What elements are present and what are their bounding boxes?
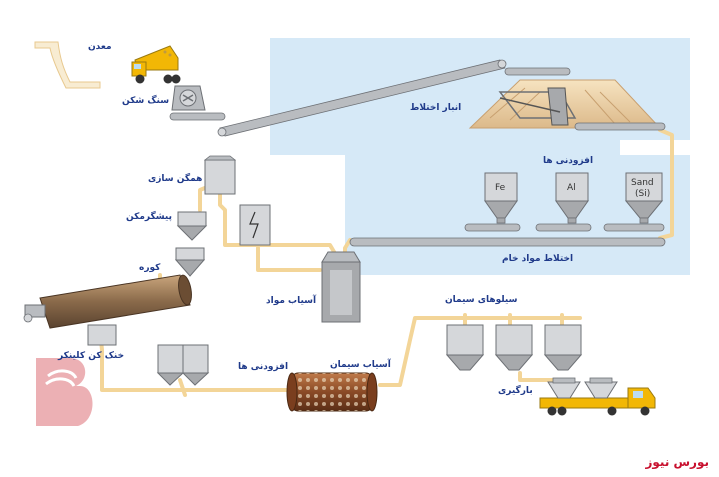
- raw-mix-conveyor: [349, 237, 666, 247]
- quarry-outline: [34, 41, 101, 89]
- preheater-tower: [174, 211, 208, 277]
- filter-unit: [239, 204, 271, 246]
- additives-bottom-label: افزودنی ها: [238, 362, 289, 372]
- clinker-cooler-label: خنک کن کلینکر: [58, 351, 125, 361]
- fe-bin: [484, 172, 518, 224]
- crusher-label: سنگ شکن: [122, 96, 170, 106]
- rotary-kiln: [23, 274, 192, 329]
- homogenizing-silo: [203, 155, 237, 195]
- fe-label: Fe: [495, 183, 506, 193]
- reclaimer-conveyor: [574, 122, 666, 131]
- raw-mill-label: آسیاب مواد: [266, 296, 317, 306]
- footer-brand-text: بورس نیوز: [645, 455, 709, 469]
- bulk-truck-icon: [539, 377, 656, 416]
- clinker-cooler: [87, 324, 117, 346]
- sand-conveyor: [603, 223, 665, 232]
- loading-label: بارگیری: [498, 386, 533, 396]
- cement-silo-2: [494, 324, 534, 371]
- stacker-conveyor: [504, 67, 571, 76]
- mine-label: معدن: [88, 42, 112, 52]
- sand-label: Sand: [631, 178, 654, 188]
- kiln-label: کوره: [139, 263, 161, 273]
- cement-silos-label: سیلوهای سیمان: [445, 295, 518, 305]
- cement-mill: [286, 372, 378, 412]
- bourse-news-logo: [36, 358, 93, 426]
- dump-truck-icon: [131, 45, 181, 84]
- al-conveyor: [535, 223, 592, 232]
- fe-conveyor: [464, 223, 521, 232]
- inclined-conveyor: [217, 59, 507, 137]
- cement-mill-label: آسیاب سیمان: [330, 360, 391, 370]
- preheater-label: پیشگرمکن: [126, 212, 172, 222]
- clinker-silo: [156, 344, 210, 386]
- crusher-conveyor: [169, 112, 226, 121]
- homogenizing-label: همگن سازی: [148, 174, 203, 184]
- additives-top-label: افزودنی ها: [543, 156, 594, 166]
- sand-si-label: (Si): [635, 189, 651, 199]
- raw-mix-label: اختلاط مواد خام: [502, 254, 574, 264]
- al-label: Al: [567, 183, 576, 193]
- cement-silo-1: [445, 324, 485, 371]
- raw-mill: [321, 251, 361, 323]
- stockpile-pile: [468, 79, 662, 129]
- stockpile-label: انبار اختلاط: [410, 103, 462, 113]
- sand-bin: [624, 172, 664, 224]
- cement-silo-3: [543, 324, 583, 371]
- crusher-icon: [171, 85, 206, 111]
- al-bin: [555, 172, 589, 224]
